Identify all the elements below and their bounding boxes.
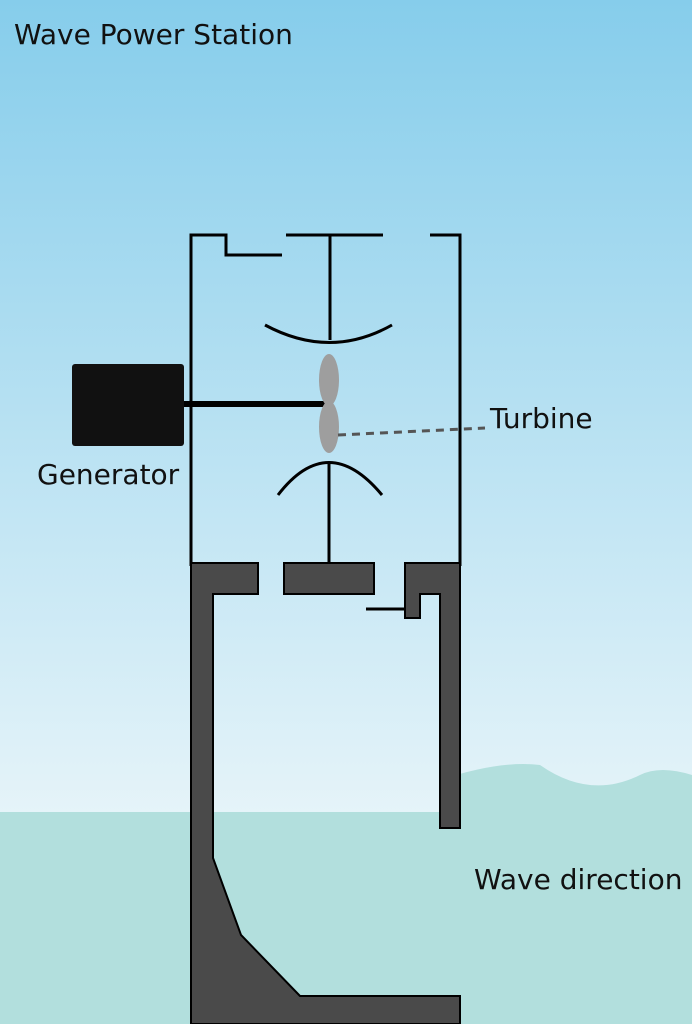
left-wall xyxy=(190,562,461,1024)
upper-chamber-outline xyxy=(189,233,462,566)
generator-label: Generator xyxy=(37,458,180,491)
valves xyxy=(264,235,393,562)
turbine-blade-lower xyxy=(319,401,339,453)
page-title: Wave Power Station xyxy=(14,18,293,51)
concrete-structure xyxy=(190,562,461,1024)
turbine-leader-line xyxy=(337,426,486,437)
wave-direction-label: Wave direction xyxy=(474,863,682,896)
generator-box xyxy=(72,364,184,446)
right-wall xyxy=(404,562,461,829)
turbine xyxy=(319,354,339,453)
turbine-label: Turbine xyxy=(489,402,593,435)
upper-valve-flap xyxy=(264,323,393,344)
sea-water xyxy=(0,764,692,1024)
turbine-blade-upper xyxy=(319,354,339,406)
middle-slab xyxy=(283,562,375,595)
